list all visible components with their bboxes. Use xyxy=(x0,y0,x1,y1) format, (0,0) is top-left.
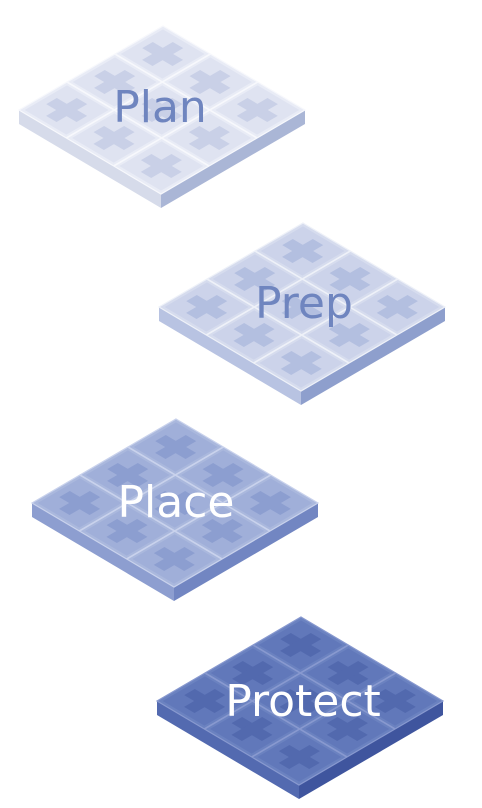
plus-mark-icon xyxy=(374,688,416,714)
plus-mark-icon xyxy=(186,294,228,320)
step-tile-place: Place xyxy=(30,418,320,601)
plus-mark-icon xyxy=(329,266,371,292)
step-tile-prep: Prep xyxy=(157,222,447,405)
tile-right-face xyxy=(161,110,305,208)
plus-mark-icon xyxy=(154,490,196,516)
plan-tile-art xyxy=(17,25,307,208)
plus-mark-icon xyxy=(281,294,323,320)
plus-mark-icon xyxy=(155,434,197,460)
plus-mark-icon xyxy=(236,97,278,123)
tile-grid-line xyxy=(79,474,223,560)
tile-grid-line xyxy=(206,278,350,364)
tile-grid-line xyxy=(252,644,396,730)
tile-grid-line xyxy=(78,446,224,532)
protect-tile-art xyxy=(155,616,445,799)
plus-mark-icon xyxy=(141,97,183,123)
tile-grid-line xyxy=(254,250,398,336)
tile-grid-line xyxy=(114,53,258,139)
tile-outline xyxy=(155,616,445,786)
protect-label: Protect xyxy=(225,676,381,727)
plus-mark-icon xyxy=(202,462,244,488)
tile-grid-line xyxy=(65,53,211,139)
tile-outline xyxy=(17,25,307,195)
tile-grid-line xyxy=(253,278,399,364)
plus-mark-icon xyxy=(328,322,370,348)
prep-label: Prep xyxy=(255,278,353,329)
plus-mark-icon xyxy=(188,125,230,151)
plus-mark-icon xyxy=(140,153,182,179)
tile-grid-line xyxy=(205,250,351,336)
plus-mark-icon xyxy=(280,632,322,658)
tile-grid-line xyxy=(251,672,397,758)
plus-mark-icon xyxy=(233,322,275,348)
plus-mark-icon xyxy=(107,462,149,488)
plus-mark-icon xyxy=(184,688,226,714)
tile-grid-line xyxy=(66,81,210,167)
tile-grid-line xyxy=(203,644,349,730)
plan-label: Plan xyxy=(113,82,207,133)
plus-mark-icon xyxy=(279,688,321,714)
plus-mark-icon xyxy=(282,238,324,264)
tile-right-face xyxy=(301,307,445,405)
step-tile-protect: Protect xyxy=(155,616,445,799)
tile-left-face xyxy=(32,503,174,601)
step-tile-plan: Plan xyxy=(17,25,307,208)
plus-mark-icon xyxy=(46,97,88,123)
plus-mark-icon xyxy=(153,546,195,572)
plus-mark-icon xyxy=(232,660,274,686)
plus-mark-icon xyxy=(280,350,322,376)
plus-mark-icon xyxy=(231,716,273,742)
plus-mark-icon xyxy=(249,490,291,516)
place-label: Place xyxy=(118,477,235,528)
tile-grid-line xyxy=(113,81,259,167)
tile-outline xyxy=(157,222,447,392)
tile-grid-line xyxy=(204,672,348,758)
tile-right-face xyxy=(299,701,443,799)
plus-mark-icon xyxy=(106,518,148,544)
tile-left-face xyxy=(19,110,161,208)
plus-mark-icon xyxy=(327,660,369,686)
tile-left-face xyxy=(159,307,301,405)
plus-mark-icon xyxy=(278,744,320,770)
tile-outline xyxy=(30,418,320,588)
tile-right-face xyxy=(174,503,318,601)
plus-mark-icon xyxy=(326,716,368,742)
plus-mark-icon xyxy=(142,41,184,67)
plus-mark-icon xyxy=(201,518,243,544)
prep-tile-art xyxy=(157,222,447,405)
plus-mark-icon xyxy=(189,69,231,95)
tile-grid-line xyxy=(126,474,272,560)
plus-mark-icon xyxy=(376,294,418,320)
place-tile-art xyxy=(30,418,320,601)
plus-mark-icon xyxy=(94,69,136,95)
plus-mark-icon xyxy=(234,266,276,292)
tile-grid-line xyxy=(127,446,271,532)
plus-mark-icon xyxy=(93,125,135,151)
plus-mark-icon xyxy=(59,490,101,516)
tile-left-face xyxy=(157,701,299,799)
